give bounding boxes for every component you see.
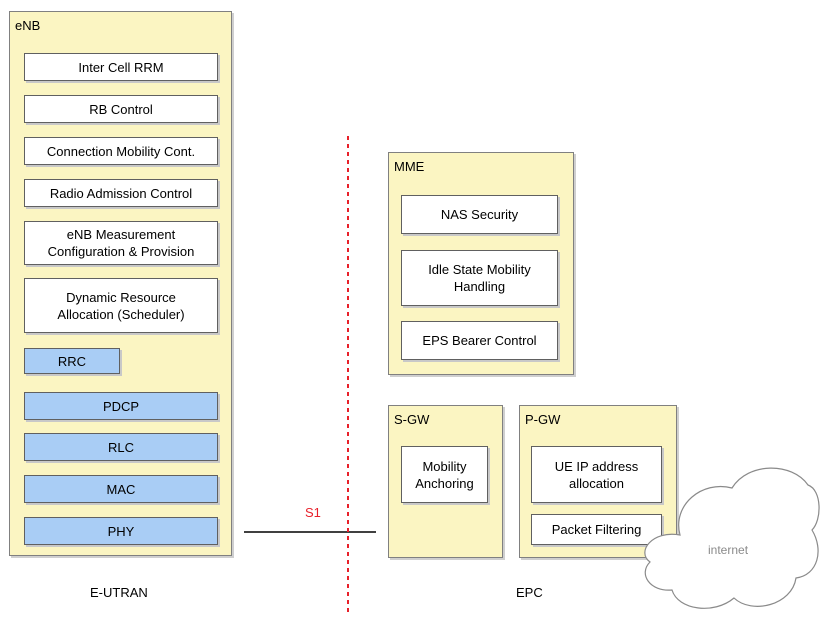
inter-cell-rrm-box: Inter Cell RRM	[24, 53, 218, 81]
ue-ip-allocation-box: UE IP address allocation	[531, 446, 662, 503]
pgw-title: P-GW	[525, 412, 561, 427]
rlc-layer: RLC	[24, 433, 218, 461]
rrc-layer: RRC	[24, 348, 120, 374]
idle-state-mobility-box: Idle State Mobility Handling	[401, 250, 558, 306]
e-utran-label: E-UTRAN	[90, 585, 148, 600]
connection-mobility-box: Connection Mobility Cont.	[24, 137, 218, 165]
internet-cloud-icon	[644, 467, 820, 609]
dynamic-resource-box: Dynamic Resource Allocation (Scheduler)	[24, 278, 218, 333]
radio-admission-box: Radio Admission Control	[24, 179, 218, 207]
phy-layer: PHY	[24, 517, 218, 545]
pdcp-layer: PDCP	[24, 392, 218, 420]
rb-control-box: RB Control	[24, 95, 218, 123]
eps-bearer-control-box: EPS Bearer Control	[401, 321, 558, 360]
enb-title: eNB	[15, 18, 41, 33]
packet-filtering-box: Packet Filtering	[531, 514, 662, 545]
sgw-title: S-GW	[394, 412, 430, 427]
mme-title: MME	[394, 159, 425, 174]
internet-label: internet	[708, 543, 749, 557]
mac-layer: MAC	[24, 475, 218, 503]
s1-label: S1	[305, 505, 321, 520]
mobility-anchoring-box: Mobility Anchoring	[401, 446, 488, 503]
epc-label: EPC	[516, 585, 543, 600]
nas-security-box: NAS Security	[401, 195, 558, 234]
enb-measurement-box: eNB Measurement Configuration & Provisio…	[24, 221, 218, 265]
